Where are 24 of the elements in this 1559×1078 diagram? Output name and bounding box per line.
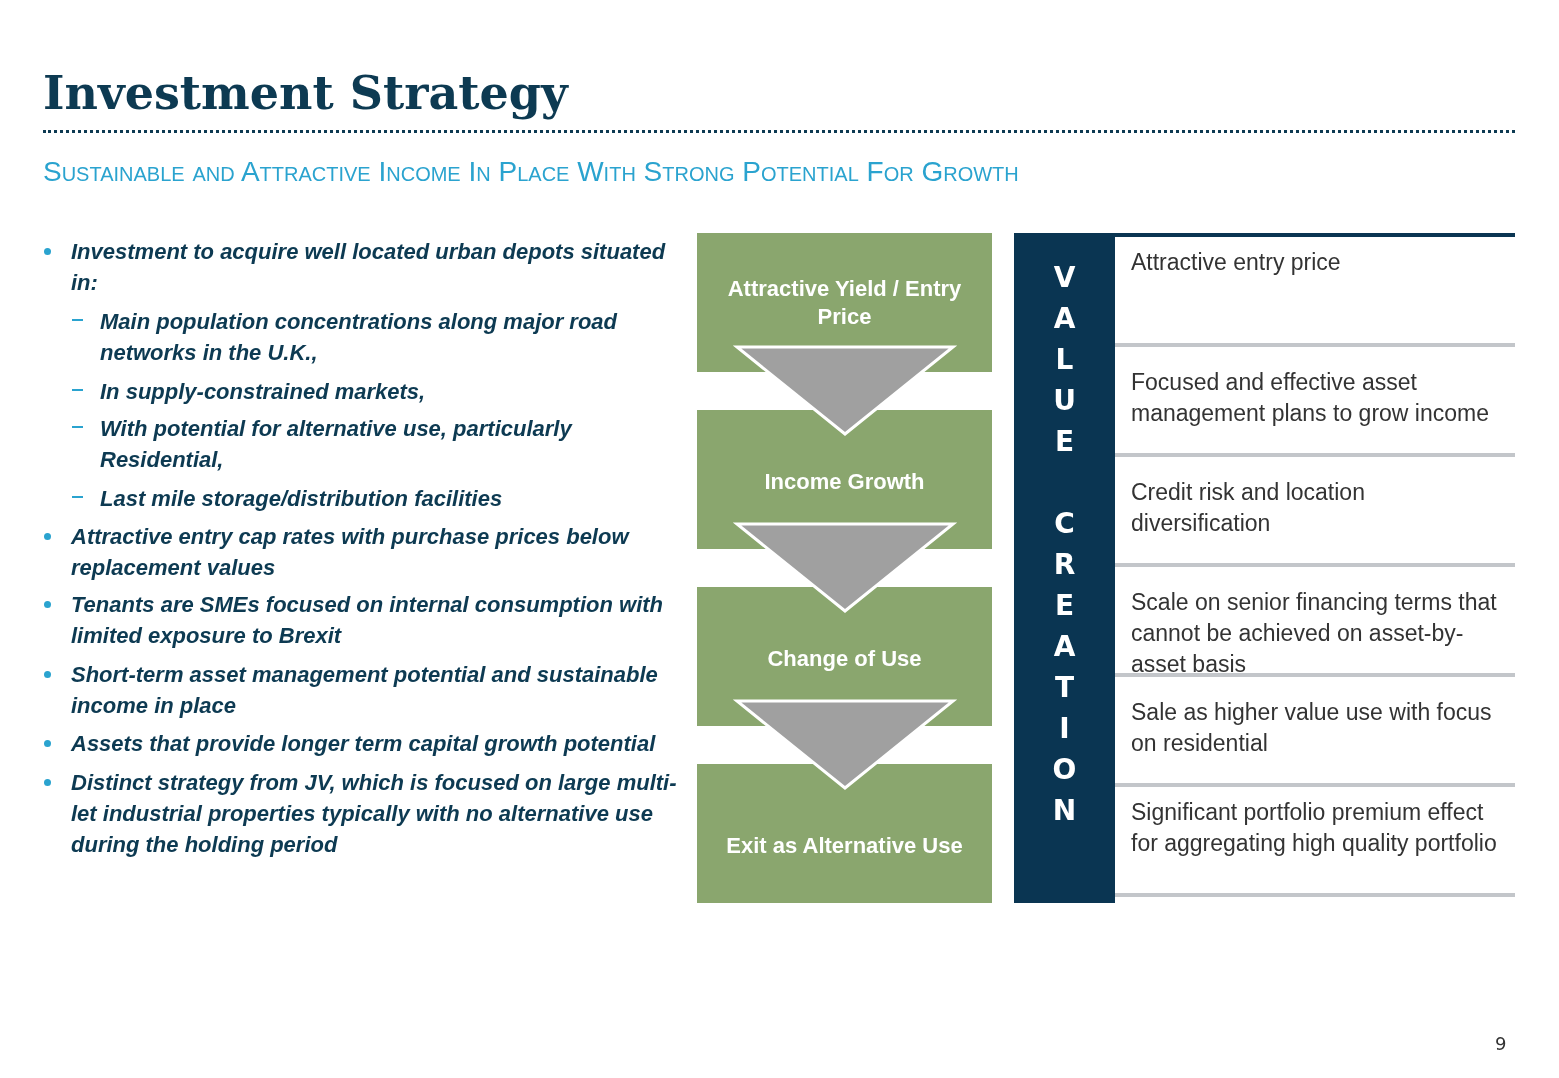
bullet-text: Distinct strategy from JV, which is focused on large multi-let industrial properties typically with no alternative use during the holding period bbox=[71, 769, 678, 859]
vertical-heading: VALUE CREATION bbox=[1048, 261, 1081, 835]
bullet-text: In supply-constrained markets, bbox=[100, 378, 427, 406]
value-text: Sale as higher value use with focus on residential bbox=[1131, 698, 1493, 758]
page-number: 9 bbox=[1495, 1033, 1507, 1054]
slide-subtitle: Sustainable and Attractive Income In Place With Strong Potential For Growth bbox=[43, 156, 1019, 188]
bullet-text: Tenants are SMEs focused on internal consumption with limited exposure to Brexit bbox=[71, 591, 665, 650]
bullet-text: Assets that provide longer term capital growth potential bbox=[71, 730, 657, 758]
bullet-text: Main population concentrations along major road networks in the U.K., bbox=[100, 308, 619, 367]
bullet-text: Investment to acquire well located urban depots situated in: bbox=[71, 238, 667, 297]
value-text: Credit risk and location diversification bbox=[1131, 478, 1366, 538]
bullet-text: Short-term asset management potential and sustainable income in place bbox=[71, 661, 659, 720]
value-text: Focused and effective asset management plans to grow income bbox=[1131, 368, 1490, 428]
arrow bbox=[732, 522, 958, 613]
arrow bbox=[732, 699, 958, 790]
value-creation-panel bbox=[1014, 233, 1115, 903]
value-text: Attractive entry price bbox=[1131, 248, 1342, 277]
bullet-text: Last mile storage/distribution facilities bbox=[100, 485, 504, 513]
bullet-text: With potential for alternative use, particularly Residential, bbox=[100, 415, 574, 474]
bullet-text: Attractive entry cap rates with purchase prices below replacement values bbox=[71, 523, 631, 582]
value-text: Significant portfolio premium effect for aggregating high quality portfolio bbox=[1131, 798, 1498, 858]
arrow bbox=[732, 345, 958, 436]
slide-title: Investment Strategy bbox=[43, 66, 568, 120]
value-text: Scale on senior financing terms that cannot be achieved on asset-by-asset basis bbox=[1131, 588, 1498, 679]
